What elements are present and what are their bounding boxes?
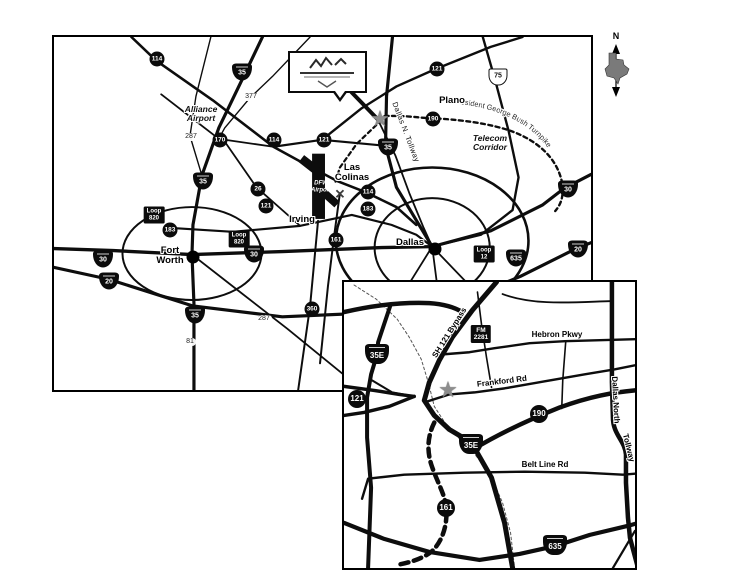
loop-shield-loop-12: Loop 12	[473, 245, 495, 263]
area-label-telecom-corridor: Telecom Corridor	[472, 133, 508, 152]
road-name-label-sh-121-bypass: SH 121 Bypass	[430, 305, 469, 360]
city-label-plano: Plano	[439, 95, 465, 106]
dfw-airport-shape	[298, 153, 340, 219]
state-highway-shield-26: 26	[250, 181, 266, 197]
road-name-label-dallas-n.-tollway: Dallas N. Tollway	[390, 100, 422, 164]
location-star-icon: ★	[438, 377, 458, 402]
fm-road-shield-fm-2281: FM 2281	[470, 325, 492, 343]
road-number-label-377: 377	[243, 93, 259, 101]
airport-label-dfw-airport: DFW Airport	[311, 180, 331, 194]
state-highway-shield-161: 161	[328, 232, 344, 248]
interstate-shield-30: 30	[558, 180, 578, 198]
state-highway-shield-190: 190	[425, 111, 441, 127]
interstate-shield-35: 35	[185, 306, 205, 324]
city-label-fort-worth: Fort Worth	[156, 245, 184, 266]
north-arrow: N	[596, 31, 636, 101]
loop-shield-loop-820: Loop 820	[228, 230, 250, 248]
state-highway-shield-114: 114	[149, 51, 165, 67]
state-highway-shield-183: 183	[360, 201, 376, 217]
interstate-shield-35: 35	[232, 63, 252, 81]
road-name-label-belt-line-rd: Belt Line Rd	[521, 459, 569, 469]
state-highway-shield-114: 114	[266, 132, 282, 148]
state-highway-shield-170: 170	[212, 132, 228, 148]
state-highway-shield-183: 183	[162, 222, 178, 238]
interstate-shield-30: 30	[244, 245, 264, 263]
road-number-label-81: 81	[184, 338, 196, 346]
state-highway-shield-121: 121	[348, 390, 366, 408]
road-name-label-tollway: Tollway	[620, 432, 637, 463]
x-marker-icon: ✕	[334, 186, 346, 202]
us-highway-shield-75: 75	[488, 68, 508, 86]
loop-shield-loop-820: Loop 820	[143, 206, 165, 224]
interstate-shield-35: 35	[193, 172, 213, 190]
north-label: N	[612, 31, 620, 41]
interstate-shield-35e: 35E	[365, 344, 389, 364]
compass-texas-icon	[604, 44, 630, 97]
location-star-icon: ★	[370, 106, 390, 131]
area-label-alliance-airport: Alliance Airport	[184, 104, 218, 123]
state-highway-shield-360: 360	[304, 301, 320, 317]
company-logo-icon	[300, 56, 354, 88]
callout-pointer	[332, 91, 348, 102]
interstate-shield-20: 20	[568, 240, 588, 258]
interstate-shield-30: 30	[93, 250, 113, 268]
city-dot	[428, 242, 442, 256]
city-label-irving: Irving	[289, 214, 315, 225]
state-highway-shield-121: 121	[316, 132, 332, 148]
state-highway-shield-121: 121	[258, 198, 274, 214]
interstate-shield-635: 635	[506, 249, 526, 267]
city-label-dallas: Dallas	[396, 237, 424, 248]
road-name-label-frankford-rd: Frankford Rd	[476, 373, 528, 389]
logo-callout	[288, 51, 367, 102]
road-name-label-hebron-pkwy: Hebron Pkwy	[531, 329, 583, 339]
interstate-shield-35: 35	[378, 138, 398, 156]
state-highway-shield-114: 114	[360, 184, 376, 200]
road-name-label-dallas-north: Dallas North	[610, 376, 622, 424]
road-number-label-287: 287	[183, 133, 199, 141]
city-dot	[186, 250, 200, 264]
state-highway-shield-190: 190	[530, 405, 548, 423]
city-label-las-colinas: Las Colinas	[334, 162, 370, 183]
interstate-shield-35e: 35E	[459, 434, 483, 454]
state-highway-shield-121: 121	[429, 61, 445, 77]
interstate-shield-20: 20	[99, 272, 119, 290]
interstate-shield-635: 635	[543, 535, 567, 555]
state-highway-shield-161: 161	[437, 499, 455, 517]
road-number-label-287: 287	[256, 315, 272, 323]
